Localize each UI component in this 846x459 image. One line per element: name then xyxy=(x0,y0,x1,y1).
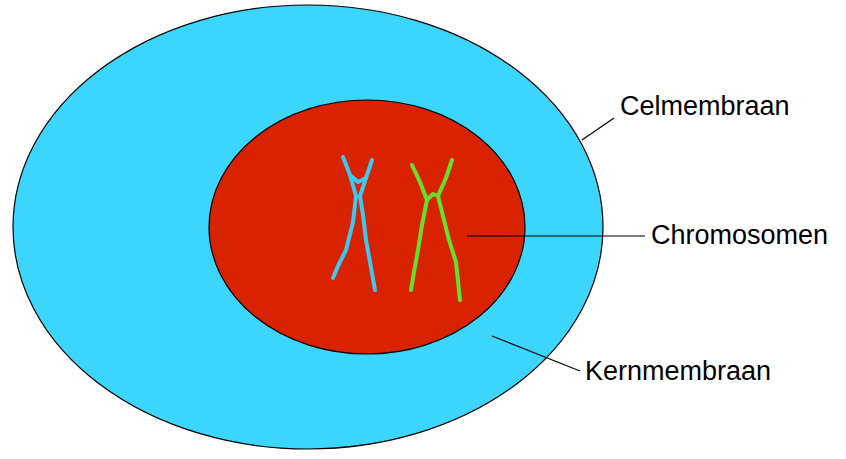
leader-line xyxy=(492,336,580,371)
part-label: Kernmembraan xyxy=(585,357,771,387)
blue-chromosome xyxy=(333,157,375,290)
part-label: Celmembraan xyxy=(620,92,790,122)
leader-lines xyxy=(467,118,645,371)
part-label: Chromosomen xyxy=(651,221,828,251)
nuclear-membrane xyxy=(209,100,525,354)
leader-line xyxy=(582,118,614,140)
leader-line xyxy=(467,235,645,236)
cell-membrane xyxy=(13,5,603,449)
green-chromosome xyxy=(411,160,460,300)
